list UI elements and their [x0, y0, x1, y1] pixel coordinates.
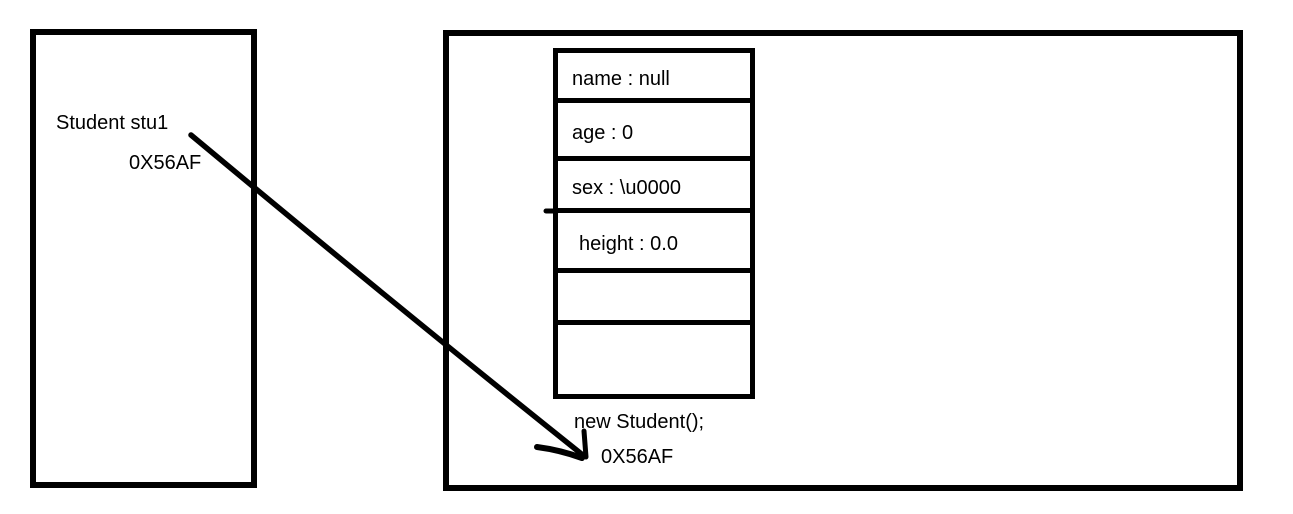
- object-address-label: 0X56AF: [601, 446, 674, 468]
- field-row-empty-1: [558, 273, 750, 325]
- stack-box: [30, 29, 257, 488]
- object-fields-table: name : null age : 0 sex : \u0000 height …: [553, 48, 755, 399]
- variable-address-label: 0X56AF: [129, 152, 202, 174]
- constructor-label: new Student();: [574, 411, 705, 433]
- field-row-name: name : null: [558, 53, 750, 103]
- field-row-height: height : 0.0: [558, 213, 750, 273]
- variable-name-label: Student stu1: [56, 112, 169, 134]
- field-row-sex: sex : \u0000: [558, 161, 750, 213]
- field-row-empty-2: [558, 325, 750, 394]
- field-row-age: age : 0: [558, 103, 750, 161]
